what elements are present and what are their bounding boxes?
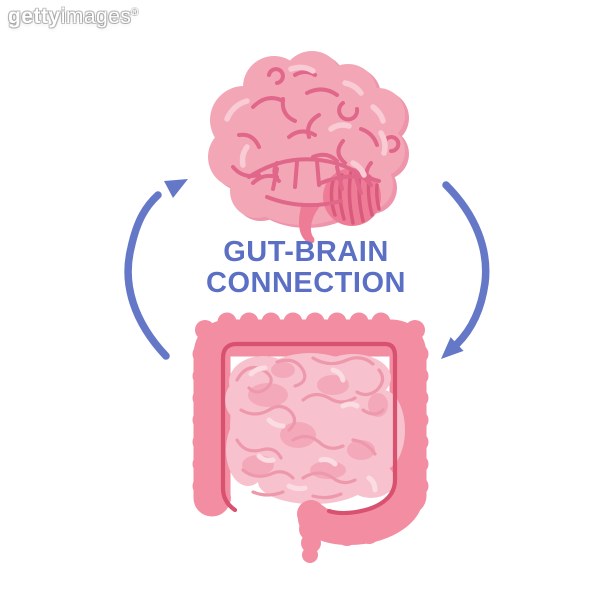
title-line-2: CONNECTION <box>206 267 406 299</box>
rectum <box>297 500 325 563</box>
cycle-arrow-up-head-icon <box>164 179 188 198</box>
intestines-illustration <box>192 312 429 563</box>
small-intestine <box>225 353 405 504</box>
large-intestine <box>192 312 429 546</box>
title-line-1: GUT-BRAIN <box>223 236 389 268</box>
small-intestine-coils <box>235 356 385 500</box>
brain-gyri-lines <box>231 67 401 208</box>
colon-inner-line <box>220 341 398 516</box>
watermark-brand-light: images <box>60 5 132 28</box>
small-intestine-shading <box>242 362 388 479</box>
brain-illustration <box>208 51 409 244</box>
brain-highlights <box>224 64 388 178</box>
page-title: GUT-BRAIN CONNECTION <box>0 237 612 299</box>
watermark-registered-mark: ® <box>131 7 139 17</box>
small-intestine-highlights <box>248 365 378 493</box>
watermark-brand-bold: getty <box>8 5 61 28</box>
cycle-arrow-up-icon <box>124 191 170 360</box>
cycle-arrow-down-icon <box>442 181 490 348</box>
cycle-arrow-down-head-icon <box>441 337 464 359</box>
brainstem <box>299 203 321 244</box>
gettyimages-watermark: gettyimages® <box>8 5 139 29</box>
